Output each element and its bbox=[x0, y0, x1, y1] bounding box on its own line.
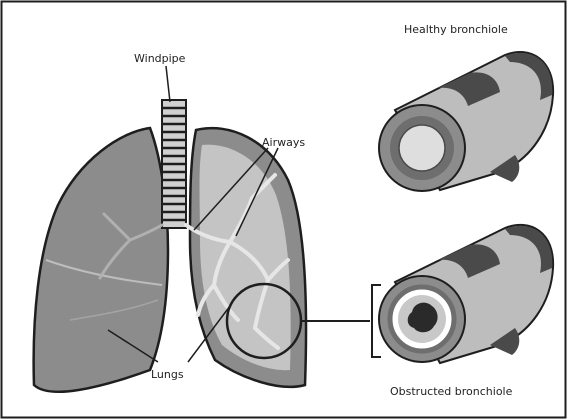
windpipe-rings bbox=[162, 108, 186, 220]
label-obstructed-bronchiole: Obstructed bronchiole bbox=[390, 385, 513, 398]
label-windpipe: Windpipe bbox=[134, 52, 186, 65]
label-healthy-bronchiole: Healthy bronchiole bbox=[404, 23, 508, 36]
label-airways: Airways bbox=[262, 136, 305, 149]
label-lungs: Lungs bbox=[151, 368, 184, 381]
healthy-lumen bbox=[399, 125, 445, 171]
windpipe bbox=[162, 100, 186, 228]
